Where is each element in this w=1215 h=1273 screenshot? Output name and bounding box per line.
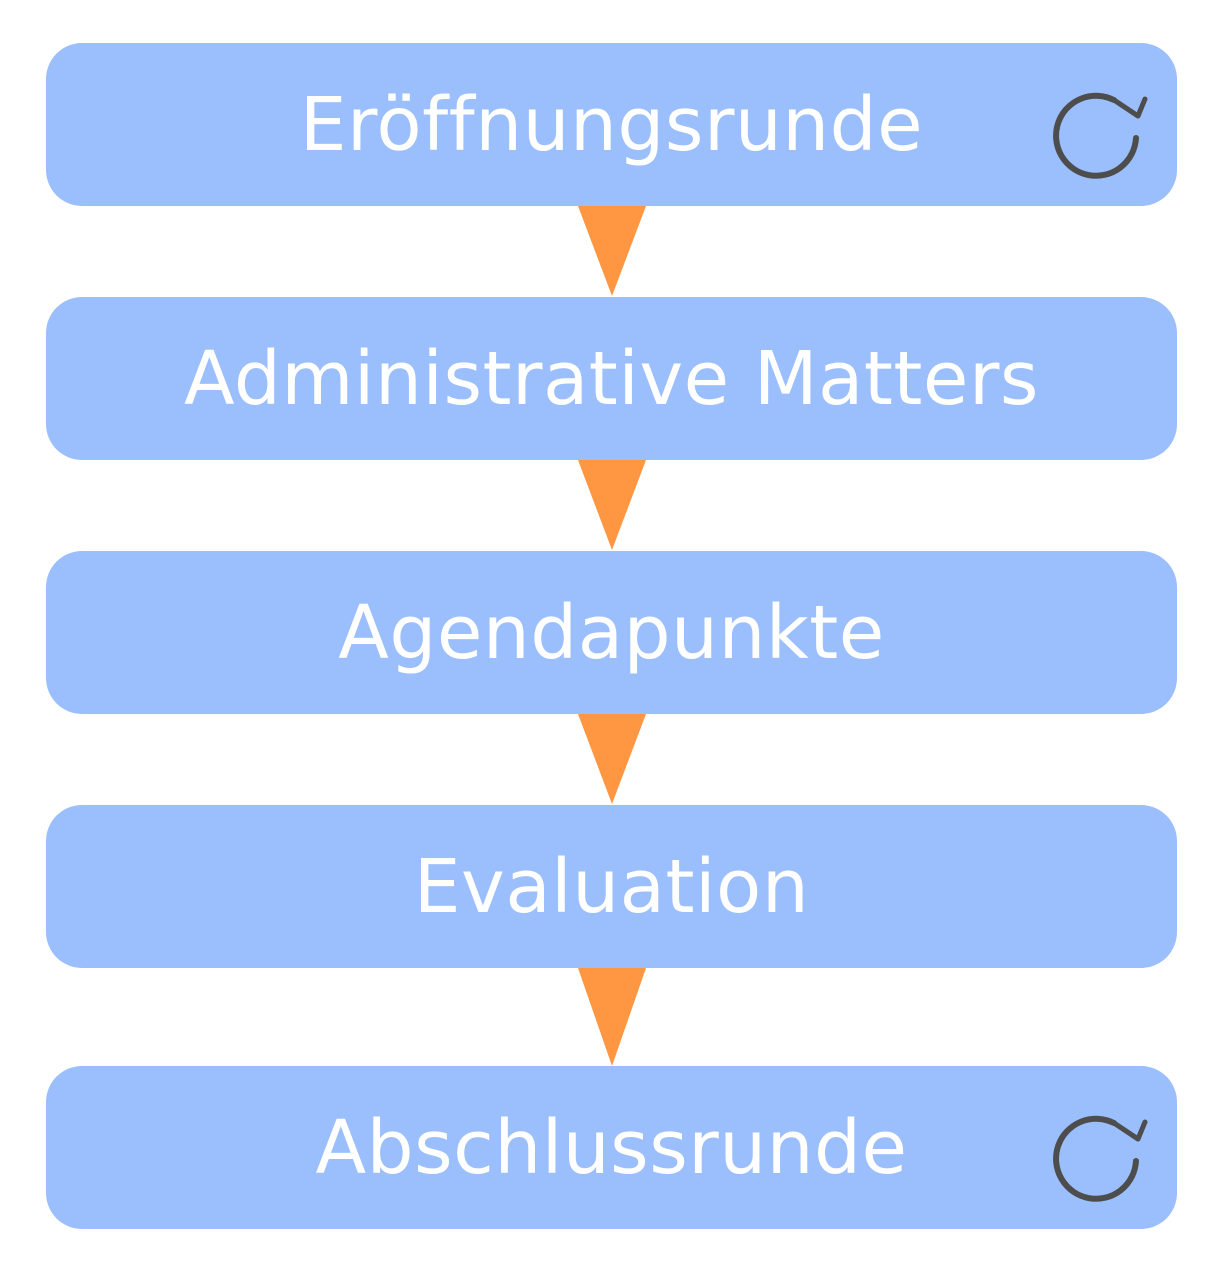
repeat-icon [1053, 1115, 1148, 1202]
step-box-abschlussrunde: Abschlussrunde [46, 1066, 1177, 1229]
step-label: Abschlussrunde [315, 1104, 908, 1191]
down-arrow-icon [578, 206, 646, 296]
step-label: Eröffnungsrunde [299, 81, 924, 168]
step-box-evaluation: Evaluation [46, 805, 1177, 968]
step-label: Administrative Matters [184, 335, 1039, 422]
down-arrow-icon [578, 714, 646, 804]
step-box-administrative-matters: Administrative Matters [46, 297, 1177, 460]
step-label: Evaluation [413, 843, 810, 930]
step-label: Agendapunkte [338, 589, 885, 676]
repeat-icon [1053, 92, 1148, 179]
down-arrow-icon [578, 460, 646, 550]
step-box-eroeffnungsrunde: Eröffnungsrunde [46, 43, 1177, 206]
step-box-agendapunkte: Agendapunkte [46, 551, 1177, 714]
down-arrow-icon [578, 968, 646, 1066]
